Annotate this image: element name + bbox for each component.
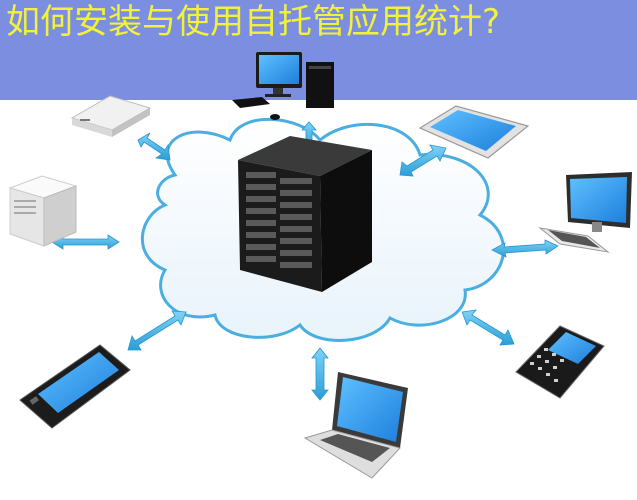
rack-server-icon bbox=[70, 95, 152, 137]
desktop-monitor-icon bbox=[538, 172, 632, 253]
arrow-bottom-left bbox=[127, 310, 187, 351]
arrow-bottom bbox=[311, 347, 329, 401]
desktop-computer-icon bbox=[232, 52, 334, 120]
arrow-top-left bbox=[137, 132, 171, 161]
tablet-icon bbox=[418, 105, 530, 159]
arrow-top-right bbox=[399, 144, 447, 177]
laptop-icon bbox=[303, 372, 408, 479]
tower-server-icon bbox=[8, 175, 78, 247]
smartphone-icon bbox=[19, 344, 131, 429]
server-rack-icon bbox=[238, 136, 372, 292]
qwerty-phone-icon bbox=[515, 325, 605, 399]
arrow-right bbox=[491, 239, 559, 258]
page-title: 如何安装与使用自托管应用统计? bbox=[6, 2, 501, 42]
arrow-bottom-right bbox=[461, 309, 515, 346]
